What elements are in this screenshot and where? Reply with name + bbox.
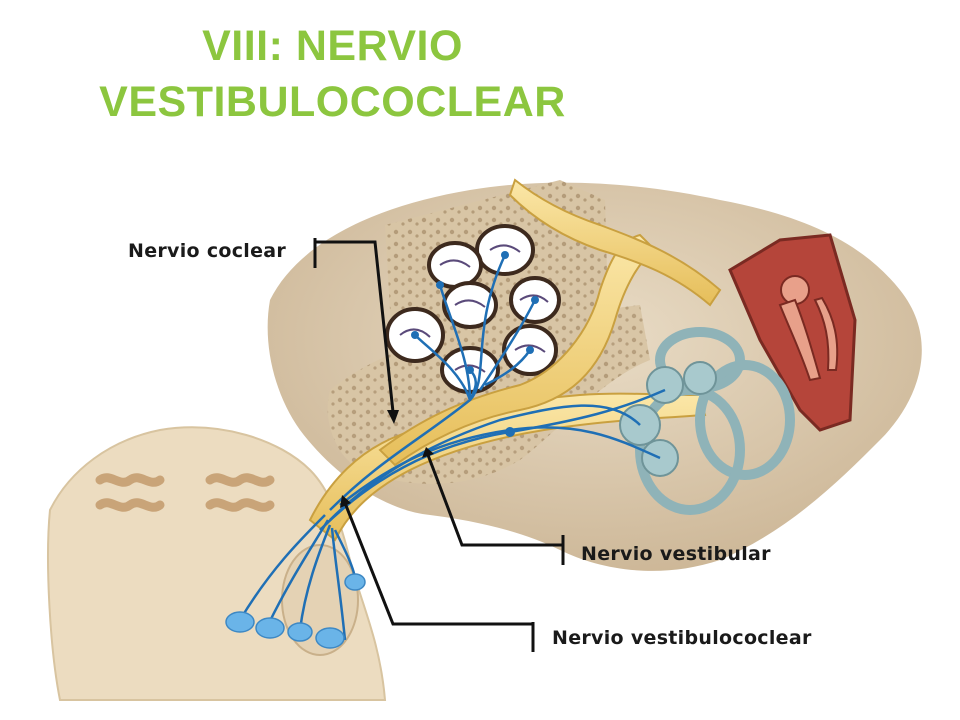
title-line-1: VIII: NERVIO	[202, 22, 463, 70]
leader-lines	[313, 238, 565, 652]
page-title: VIII: NERVIO VESTIBULOCOCLEAR	[0, 18, 665, 130]
neuron-cell-bodies	[411, 251, 539, 437]
title-line-2: VESTIBULOCOCLEAR	[99, 78, 566, 126]
cochlear-leader	[313, 238, 395, 413]
label-cochlear-nerve: Nervio coclear	[128, 240, 287, 262]
vestibular-leader	[426, 454, 565, 565]
nucleus-terminals	[225, 573, 366, 649]
leader-arrowheads	[340, 410, 434, 508]
label-vestibular-nerve: Nervio vestibular	[581, 543, 771, 565]
brainstem-nuclei	[95, 473, 275, 512]
upper-nerve-branch	[508, 178, 722, 307]
ossicles	[778, 275, 839, 382]
label-vestibulocochlear-nerve: Nervio vestibulococlear	[552, 627, 812, 649]
neuron-fibers	[238, 254, 666, 641]
vestibulocochlear-leader	[343, 502, 535, 652]
cochlea-inner	[399, 244, 549, 373]
